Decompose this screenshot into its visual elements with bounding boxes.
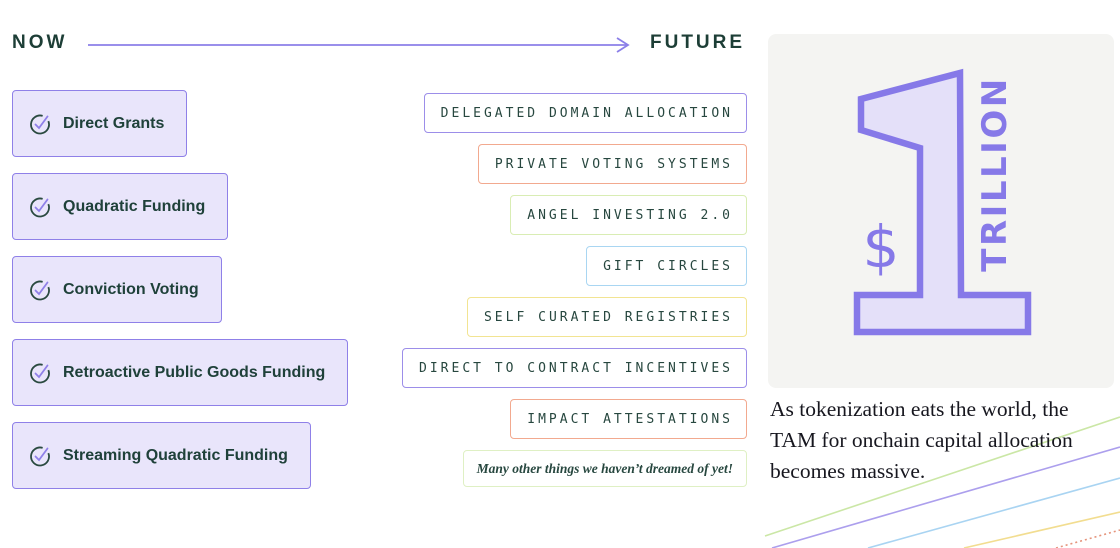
mechanism-label: ANGEL INVESTING 2.0 [527, 207, 733, 223]
tag-self-curated-registries: SELF CURATED REGISTRIES [466, 297, 747, 337]
mechanism-label: Streaming Quadratic Funding [63, 446, 288, 464]
mechanism-label: GIFT CIRCLES [603, 258, 733, 274]
list-item-direct-grants: Direct Grants [12, 90, 188, 157]
dollar-sign: $ [863, 213, 900, 281]
list-item-retroactive-public-goods-funding: Retroactive Public Goods Funding [12, 339, 349, 406]
list-item-streaming-quadratic-funding: Streaming Quadratic Funding [12, 422, 311, 489]
mechanism-label: IMPACT ATTESTATIONS [527, 411, 733, 427]
tag-angel-investing-2-0: ANGEL INVESTING 2.0 [510, 195, 747, 235]
deco-line-red-dotted [1055, 529, 1120, 548]
current-mechanisms-list: Direct Grants Quadratic Funding Convicti… [12, 90, 349, 489]
mechanism-label: Direct Grants [63, 114, 165, 132]
check-circle-icon [30, 114, 50, 134]
caption-text: As tokenization eats the world, the TAM … [770, 397, 1073, 483]
check-circle-icon [30, 280, 50, 300]
mechanism-label: DELEGATED DOMAIN ALLOCATION [440, 105, 733, 121]
check-circle-icon [30, 363, 50, 383]
one-trillion-graphic: $ TRILLION [853, 68, 1032, 336]
mechanism-label: Retroactive Public Goods Funding [63, 363, 326, 381]
mechanism-label: Quadratic Funding [63, 197, 206, 215]
digit-one-shape [853, 68, 1032, 336]
mechanism-label: DIRECT TO CONTRACT INCENTIVES [419, 360, 733, 376]
trillion-vertical-label: TRILLION [975, 76, 1015, 271]
timeline-now-label: NOW [12, 32, 68, 53]
footnote-box: Many other things we haven’t dreamed of … [462, 450, 747, 487]
list-item-quadratic-funding: Quadratic Funding [12, 173, 229, 240]
tag-impact-attestations: IMPACT ATTESTATIONS [510, 399, 747, 439]
future-mechanisms-list: DELEGATED DOMAIN ALLOCATION PRIVATE VOTI… [398, 93, 747, 487]
tam-panel: $ TRILLION [768, 34, 1114, 388]
timeline-future-label: FUTURE [650, 32, 746, 53]
deco-line-yellow [963, 511, 1120, 548]
footnote-label: Many other things we haven’t dreamed of … [476, 460, 733, 476]
tag-private-voting-systems: PRIVATE VOTING SYSTEMS [477, 144, 747, 184]
mechanism-label: SELF CURATED REGISTRIES [483, 309, 733, 325]
timeline-arrow-icon [88, 37, 630, 53]
tag-gift-circles: GIFT CIRCLES [586, 246, 747, 286]
check-circle-icon [30, 197, 50, 217]
mechanism-label: PRIVATE VOTING SYSTEMS [494, 156, 733, 172]
tag-direct-to-contract-incentives: DIRECT TO CONTRACT INCENTIVES [402, 348, 747, 388]
mechanism-label: Conviction Voting [63, 280, 199, 298]
list-item-conviction-voting: Conviction Voting [12, 256, 222, 323]
deco-line-blue [867, 477, 1120, 548]
tag-delegated-domain-allocation: DELEGATED DOMAIN ALLOCATION [423, 93, 747, 133]
check-circle-icon [30, 446, 50, 466]
